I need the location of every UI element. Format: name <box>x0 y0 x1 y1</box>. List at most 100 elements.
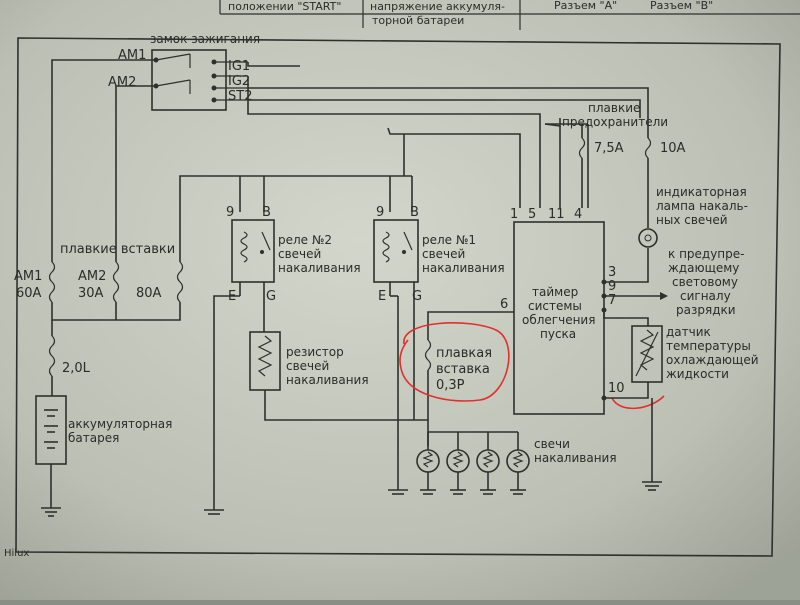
relay-2-label-2: свечей <box>278 247 321 261</box>
glow-plug-2 <box>446 432 470 495</box>
fuse-7-5a-symbol <box>578 137 586 159</box>
header-connector-b: Разъем "B" <box>650 0 713 12</box>
ignition-switch-body <box>151 49 227 111</box>
timer-pin-7: 7 <box>608 293 616 308</box>
fusible-links: плавкие вставки AM1 60A AM2 30A 80A 2,0L <box>14 242 184 396</box>
fusible-link-80a-symbol <box>176 261 184 303</box>
header-left-text: положении "START" <box>228 0 341 13</box>
sensor-label-3: охлаждающей <box>666 353 759 367</box>
relay-1-pin-g: G <box>412 289 422 304</box>
lamp-label-3: ных свечей <box>656 213 728 227</box>
timer-pin-9: 9 <box>608 279 616 294</box>
relay-1-label-3: накаливания <box>422 261 505 275</box>
timer-pin-11: 11 <box>548 207 565 222</box>
resistor-label-1: резистор <box>286 345 344 359</box>
glow-plug-4 <box>506 432 530 495</box>
relay-1-coil <box>382 231 390 263</box>
glow-timer: 1 5 11 4 6 3 9 7 10 таймер системы облег… <box>494 207 668 415</box>
fusible-link-0-3p-symbol <box>424 339 432 371</box>
ignition-ig1-label: IG1 <box>228 59 250 74</box>
fuses: плавкие предохранители 7,5A 10A <box>562 100 686 228</box>
timer-pin-1: 1 <box>510 207 518 222</box>
battery-label-2: батарея <box>68 431 119 445</box>
footer-text: Hilux <box>4 548 29 559</box>
fuse-10a-symbol <box>644 137 652 159</box>
sensor-label-4: жидкости <box>666 367 729 381</box>
plugs-label-1: свечи <box>534 437 570 451</box>
relay-1: 9 B E G реле №1 свечей накаливания <box>373 134 505 495</box>
fusible-link-am1-value: 60A <box>16 286 42 301</box>
ignition-am2-label: AM2 <box>108 75 136 90</box>
sensor-label-1: датчик <box>666 325 711 339</box>
header-middle-text-2: торной батареи <box>372 14 464 27</box>
relay-1-pin-b: B <box>410 205 419 220</box>
relay-2-pin-g: G <box>266 289 276 304</box>
relay-1-label-2: свечей <box>422 247 465 261</box>
warning-label-4: сигналу <box>680 289 731 303</box>
fusible-link-am2-symbol <box>112 261 120 303</box>
timer-pin-10: 10 <box>608 381 625 396</box>
fusible-link-main-value: 2,0L <box>62 361 91 376</box>
red-underline-mark <box>611 395 665 410</box>
fuse-7-5a-label: 7,5A <box>594 141 624 156</box>
timer-pin-4: 4 <box>574 207 582 222</box>
sensor-label-2: температуры <box>666 339 751 353</box>
relay-2-coil <box>240 231 248 263</box>
relay-1-label-1: реле №1 <box>422 233 476 247</box>
ignition-wires <box>51 59 649 262</box>
battery-label-1: аккумуляторная <box>68 417 172 431</box>
warning-label-1: к предупре- <box>668 247 744 261</box>
lamp-label-2: лампа накаль- <box>656 199 748 213</box>
relay-2-label-3: накаливания <box>278 261 361 275</box>
fusible-link-am2-name: AM2 <box>78 269 106 284</box>
lamp-label-1: индикаторная <box>656 185 747 199</box>
indicator-lamp: индикаторная лампа накаль- ных свечей <box>638 185 748 248</box>
timer-label-3: облегчения <box>522 313 595 327</box>
relay-1-body <box>373 219 419 283</box>
fusible-link-0-3p-label-3: 0,3P <box>436 378 465 393</box>
fusible-links-title: плавкие вставки <box>60 242 175 257</box>
resistor-label-2: свечей <box>286 359 329 373</box>
fuse-10a-label: 10A <box>660 141 686 156</box>
ignition-ig2-label: IG2 <box>228 74 250 89</box>
header-connector-a: Разъем "A" <box>554 0 617 12</box>
glow-plugs: свечи накаливания <box>416 431 617 495</box>
relay-1-pin-e: E <box>378 289 386 304</box>
indicator-lamp-symbol <box>638 228 658 248</box>
relay-2: 9 B E G реле №2 свечей накаливания <box>204 205 361 515</box>
glow-plug-1 <box>416 432 440 495</box>
coolant-sensor-symbol <box>639 329 655 371</box>
timer-label-4: пуска <box>540 327 576 341</box>
fusible-link-0-3p: плавкая вставка 0,3P <box>424 311 494 420</box>
relay-2-pin-b: B <box>262 205 271 220</box>
fusible-link-main-symbol <box>48 335 56 377</box>
timer-pin-5: 5 <box>528 207 536 222</box>
relay-2-label-1: реле №2 <box>278 233 332 247</box>
ignition-switch-title: замок зажигания <box>150 32 260 46</box>
red-annotation <box>399 322 665 410</box>
warning-signal: к предупре- ждающему световому сигналу р… <box>668 247 744 317</box>
fusible-link-am1-symbol <box>48 261 56 303</box>
warning-label-2: ждающему <box>668 261 739 275</box>
timer-label-1: таймер <box>532 285 578 299</box>
fusible-link-0-3p-label-1: плавкая <box>436 346 492 361</box>
relay-1-pin-9: 9 <box>376 205 384 220</box>
resistor-symbol <box>257 335 273 377</box>
battery: аккумуляторная батарея <box>35 395 172 517</box>
fusible-link-am2-value: 30A <box>78 286 104 301</box>
header-middle-text-1: напряжение аккумуля- <box>370 0 505 13</box>
fuses-title-2: предохранители <box>562 115 668 129</box>
glow-plug-3 <box>476 432 500 495</box>
relay-2-pin-9: 9 <box>226 205 234 220</box>
coolant-sensor-body <box>631 325 663 383</box>
red-circle-mark <box>399 322 510 402</box>
fusible-link-am1-name: AM1 <box>14 269 42 284</box>
plugs-label-2: накаливания <box>534 451 617 465</box>
fusible-link-80a-value: 80A <box>136 286 162 301</box>
timer-pin-6: 6 <box>500 297 508 312</box>
fusible-link-0-3p-label-2: вставка <box>436 362 490 377</box>
fuses-title-1: плавкие <box>588 101 640 115</box>
